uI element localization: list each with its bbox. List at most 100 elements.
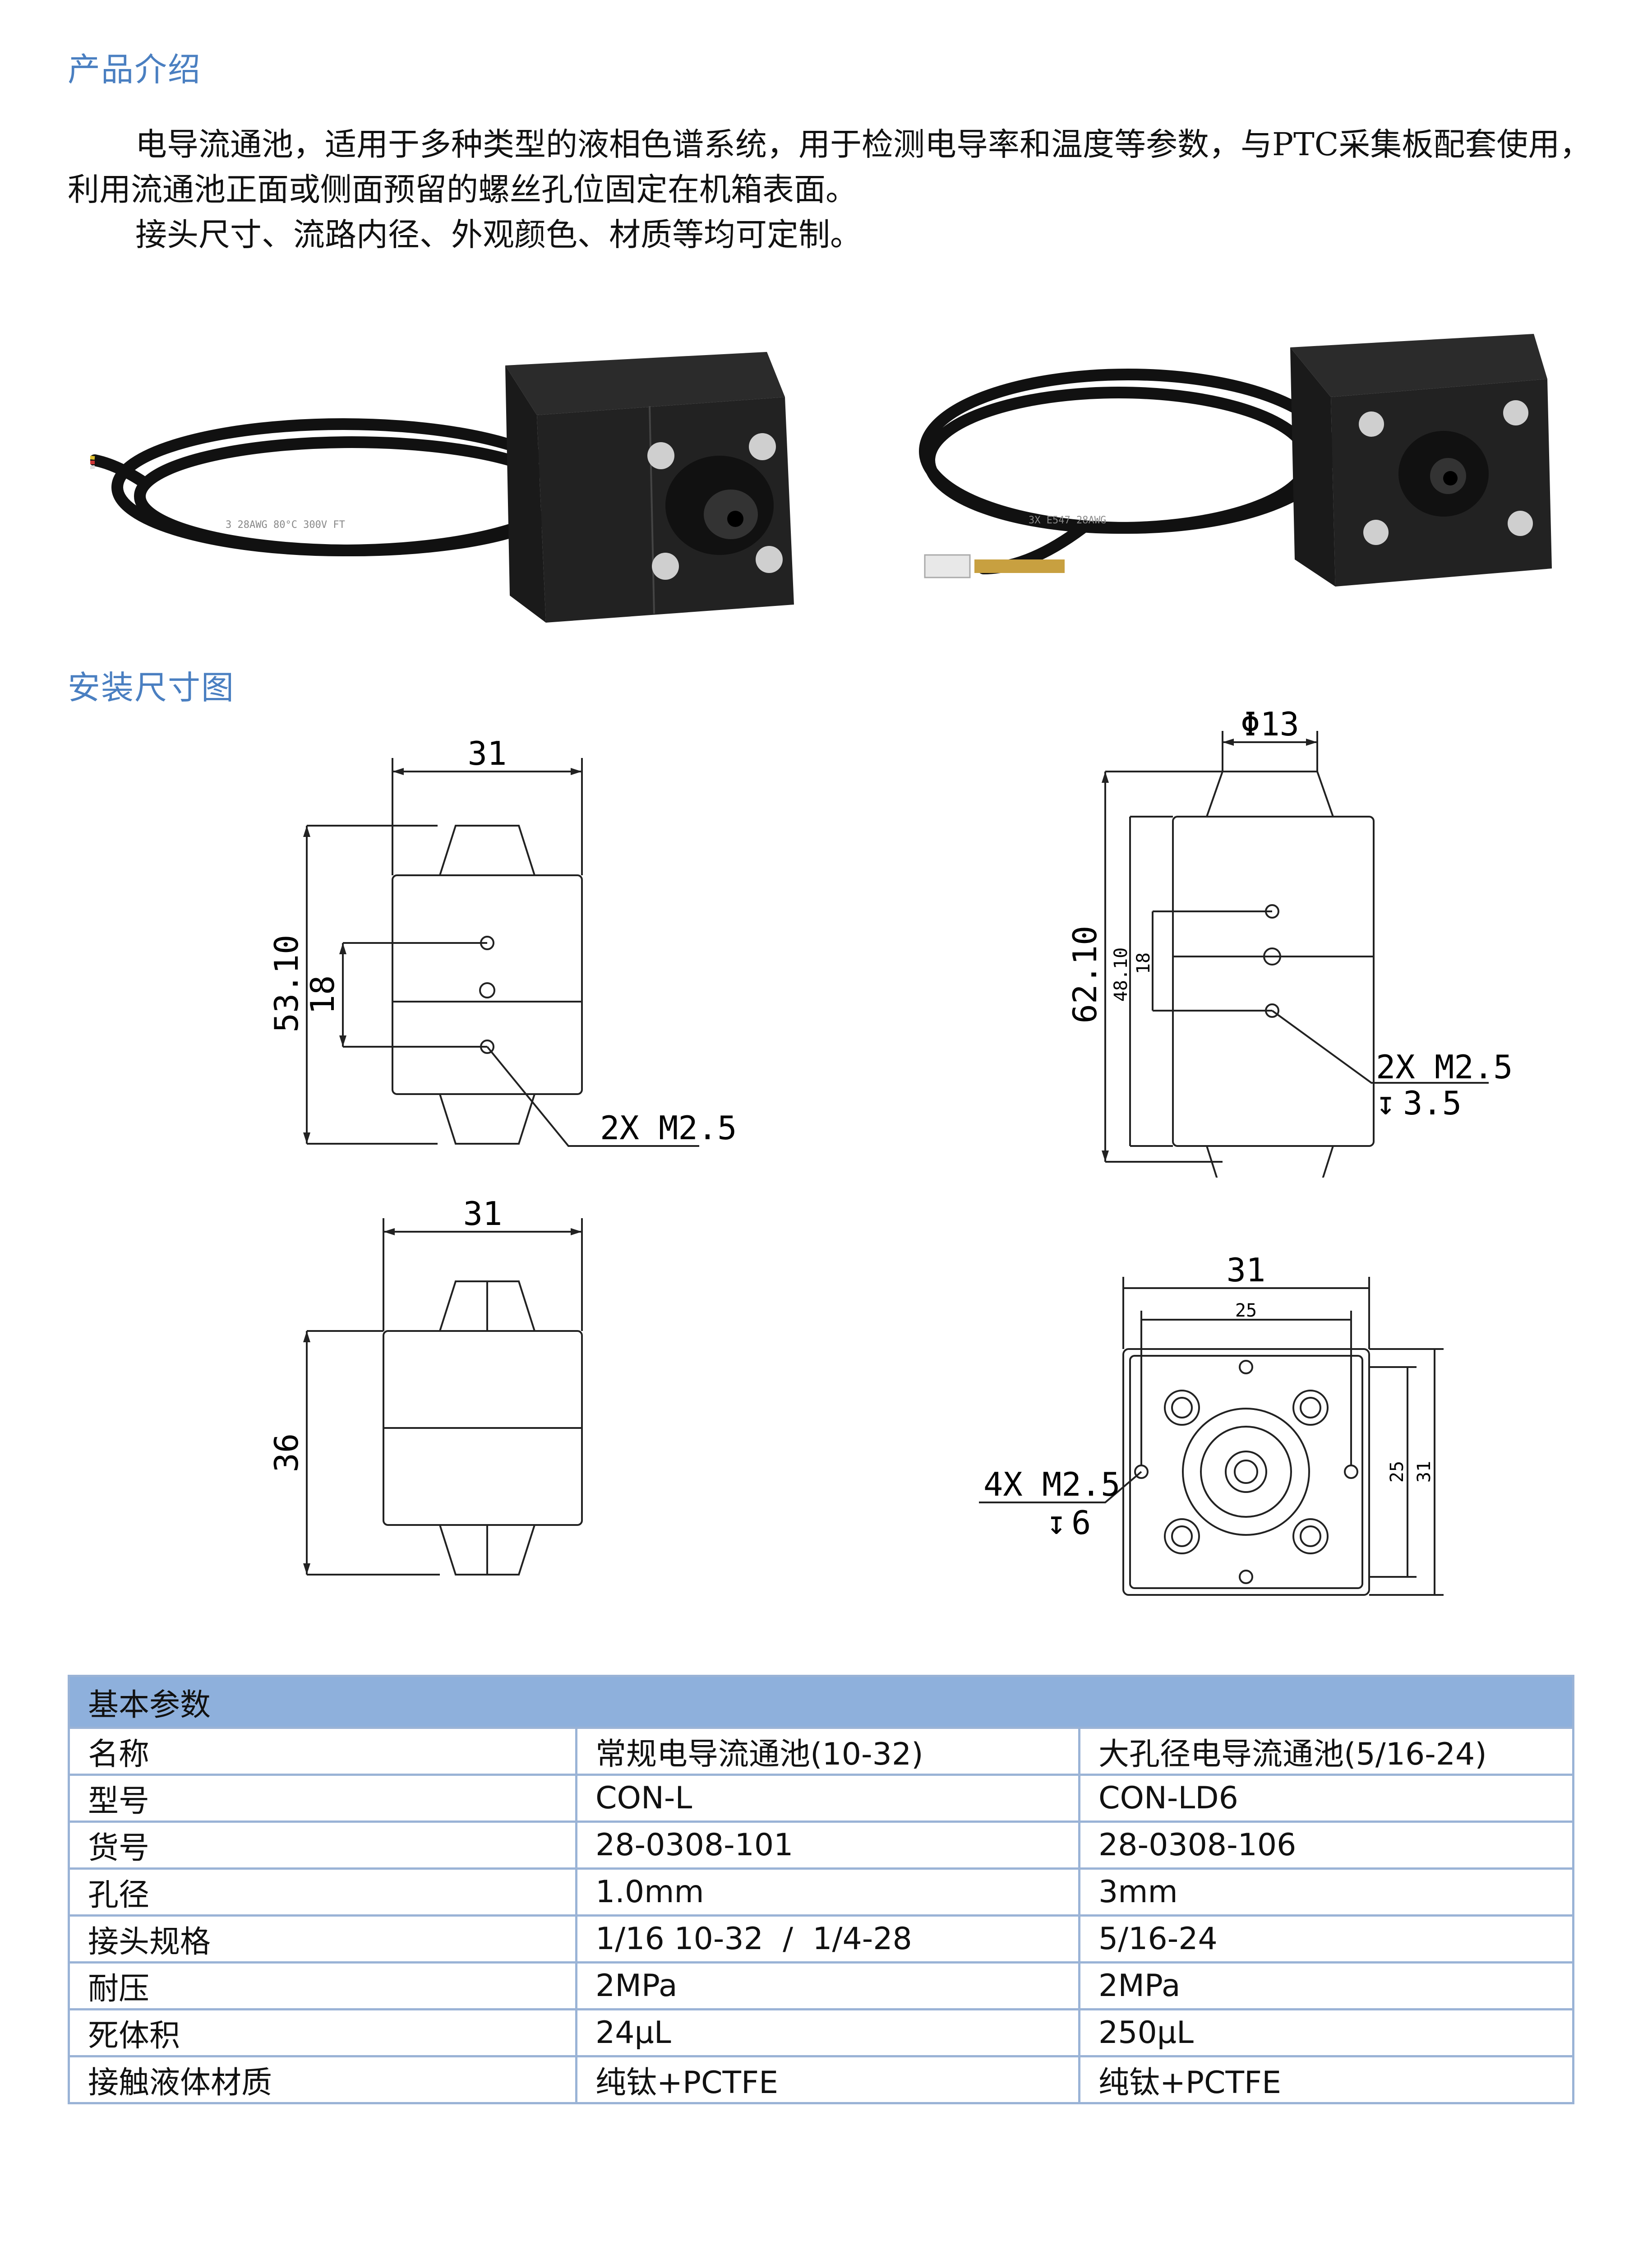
drawing-top-view: 31 36 (268, 1195, 583, 1576)
dim-side-outer: 31 (1414, 1461, 1435, 1483)
intro-paragraph-1: 电导流通池，适用于多种类型的液相色谱系统，用于检测电导率和温度等参数，与PTC采… (68, 126, 1592, 208)
product-photo-right: 3X E547 28AWG (919, 334, 1552, 587)
intro-title: 产品介绍 (68, 51, 202, 88)
thread-note: 2X M2.5 (1376, 1048, 1513, 1086)
dim-inner: 25 (1235, 1300, 1257, 1321)
block-side (1290, 347, 1335, 587)
cable-print: 3X E547 28AWG (1029, 515, 1106, 526)
fitting-top (438, 825, 536, 876)
intro-paragraph-2: 接头尺寸、流路内径、外观颜色、材质等均可定制。 (135, 216, 862, 253)
cell-standard: 2MPa (575, 1961, 1080, 2010)
block-top (1290, 334, 1547, 397)
cell-standard: 28-0308-101 (575, 1821, 1080, 1870)
dim-height: 36 (268, 1433, 305, 1473)
cell-standard: 1/16 10-32 / 1/4-28 (575, 1914, 1080, 1964)
fitting-bottom (438, 1093, 536, 1145)
cell-large-bore: 2MPa (1078, 1961, 1574, 2010)
fitting-bottom (1205, 1145, 1334, 1178)
screw-icon (647, 442, 674, 469)
dim-outer: 31 (1227, 1251, 1266, 1289)
screw-icon (1292, 1518, 1329, 1554)
fitting-bottom (438, 1524, 536, 1576)
cell-standard: 常规电导流通池(10-32) (575, 1727, 1080, 1776)
dim-spacing: 18 (1133, 952, 1154, 974)
thread-note: 2X M2.5 (600, 1109, 737, 1147)
screw-icon (1508, 511, 1533, 536)
cell-large-bore: 3mm (1078, 1867, 1574, 1917)
screw-icon (1359, 411, 1384, 437)
block-top (505, 352, 785, 415)
depth-note: 6 (1071, 1504, 1091, 1542)
drawing-front-view: 31 53.10 18 2X M2.5 (268, 735, 737, 1147)
intro-text: 电导流通池，适用于多种类型的液相色谱系统，用于检测电导率和温度等参数，与PTC采… (68, 122, 1601, 257)
dim-inner: 48.10 (1111, 947, 1131, 1002)
body-outline (392, 874, 583, 1095)
screw-icon (652, 553, 679, 580)
thread-note: 4X M2.5 (983, 1465, 1120, 1503)
fitting-top (1205, 771, 1334, 818)
cell-large-bore: 28-0308-106 (1078, 1821, 1574, 1870)
face-outline (1122, 1348, 1370, 1596)
cable-sleeve (974, 559, 1065, 573)
dim-height: 53.10 (268, 935, 305, 1033)
cell-standard: 纯钛+PCTFE (575, 2055, 1080, 2104)
fitting-port (1182, 1408, 1310, 1536)
table-header-row: 基本参数 (68, 1675, 1574, 1729)
row-label: 货号 (68, 1821, 577, 1870)
row-label: 接头规格 (68, 1914, 577, 1964)
screw-icon (756, 546, 783, 573)
drawing-side-view: Φ13 62.10 48.10 18 2X M2.5 ↧ 3.5 (1066, 705, 1513, 1178)
dim-side-inner: 25 (1387, 1461, 1407, 1483)
cell-standard: 24μL (575, 2008, 1080, 2057)
cell-large-bore: 5/16-24 (1078, 1914, 1574, 1964)
dim-width: 31 (468, 735, 507, 772)
spec-table: 基本参数 名称常规电导流通池(10-32)大孔径电导流通池(5/16-24) 型… (68, 1675, 1574, 2104)
connector-plug (924, 554, 971, 578)
table-title: 基本参数 (68, 1675, 1574, 1729)
row-label: 耐压 (68, 1961, 577, 2010)
cable-end (90, 454, 150, 489)
drawing-face-view: 31 25 25 31 4X M2.5 ↧ 6 (979, 1251, 1444, 1596)
cell-large-bore: 大孔径电导流通池(5/16-24) (1078, 1727, 1574, 1776)
block-front (537, 397, 794, 623)
screw-icon (749, 433, 776, 460)
dim-diameter: Φ13 (1241, 705, 1299, 743)
cell-standard: 1.0mm (575, 1867, 1080, 1917)
row-label: 名称 (68, 1727, 577, 1776)
dim-spacing: 18 (304, 975, 341, 1015)
row-label: 接触液体材质 (68, 2055, 577, 2104)
table-row: 名称常规电导流通池(10-32)大孔径电导流通池(5/16-24) (68, 1727, 1574, 1776)
depth-icon: ↧ (1047, 1504, 1066, 1542)
body-outline (1172, 816, 1375, 1147)
cell-large-bore: CON-LD6 (1078, 1774, 1574, 1823)
cable-loop (134, 436, 570, 556)
screw-icon (1363, 520, 1389, 545)
screw-icon (1292, 1390, 1329, 1426)
cell-standard: CON-L (575, 1774, 1080, 1823)
screw-icon (1164, 1390, 1200, 1426)
screw-icon (1164, 1518, 1200, 1554)
cell-large-bore: 纯钛+PCTFE (1078, 2055, 1574, 2104)
dim-height: 62.10 (1066, 926, 1104, 1024)
cable-loop (923, 387, 1314, 534)
dim-width: 31 (463, 1195, 503, 1233)
row-label: 型号 (68, 1774, 577, 1823)
row-label: 死体积 (68, 2008, 577, 2057)
fitting-top (438, 1280, 536, 1332)
cable-print: 3 28AWG 80°C 300V FT (226, 519, 345, 531)
drawing-title: 安装尺寸图 (68, 669, 235, 707)
cell-large-bore: 250μL (1078, 2008, 1574, 2057)
depth-icon: ↧ (1376, 1084, 1395, 1122)
depth-note: 3.5 (1403, 1084, 1462, 1122)
block-side (505, 365, 546, 623)
product-photo-left: 3 28AWG 80°C 300V FT (90, 352, 794, 623)
row-label: 孔径 (68, 1867, 577, 1917)
screw-icon (1503, 400, 1528, 425)
